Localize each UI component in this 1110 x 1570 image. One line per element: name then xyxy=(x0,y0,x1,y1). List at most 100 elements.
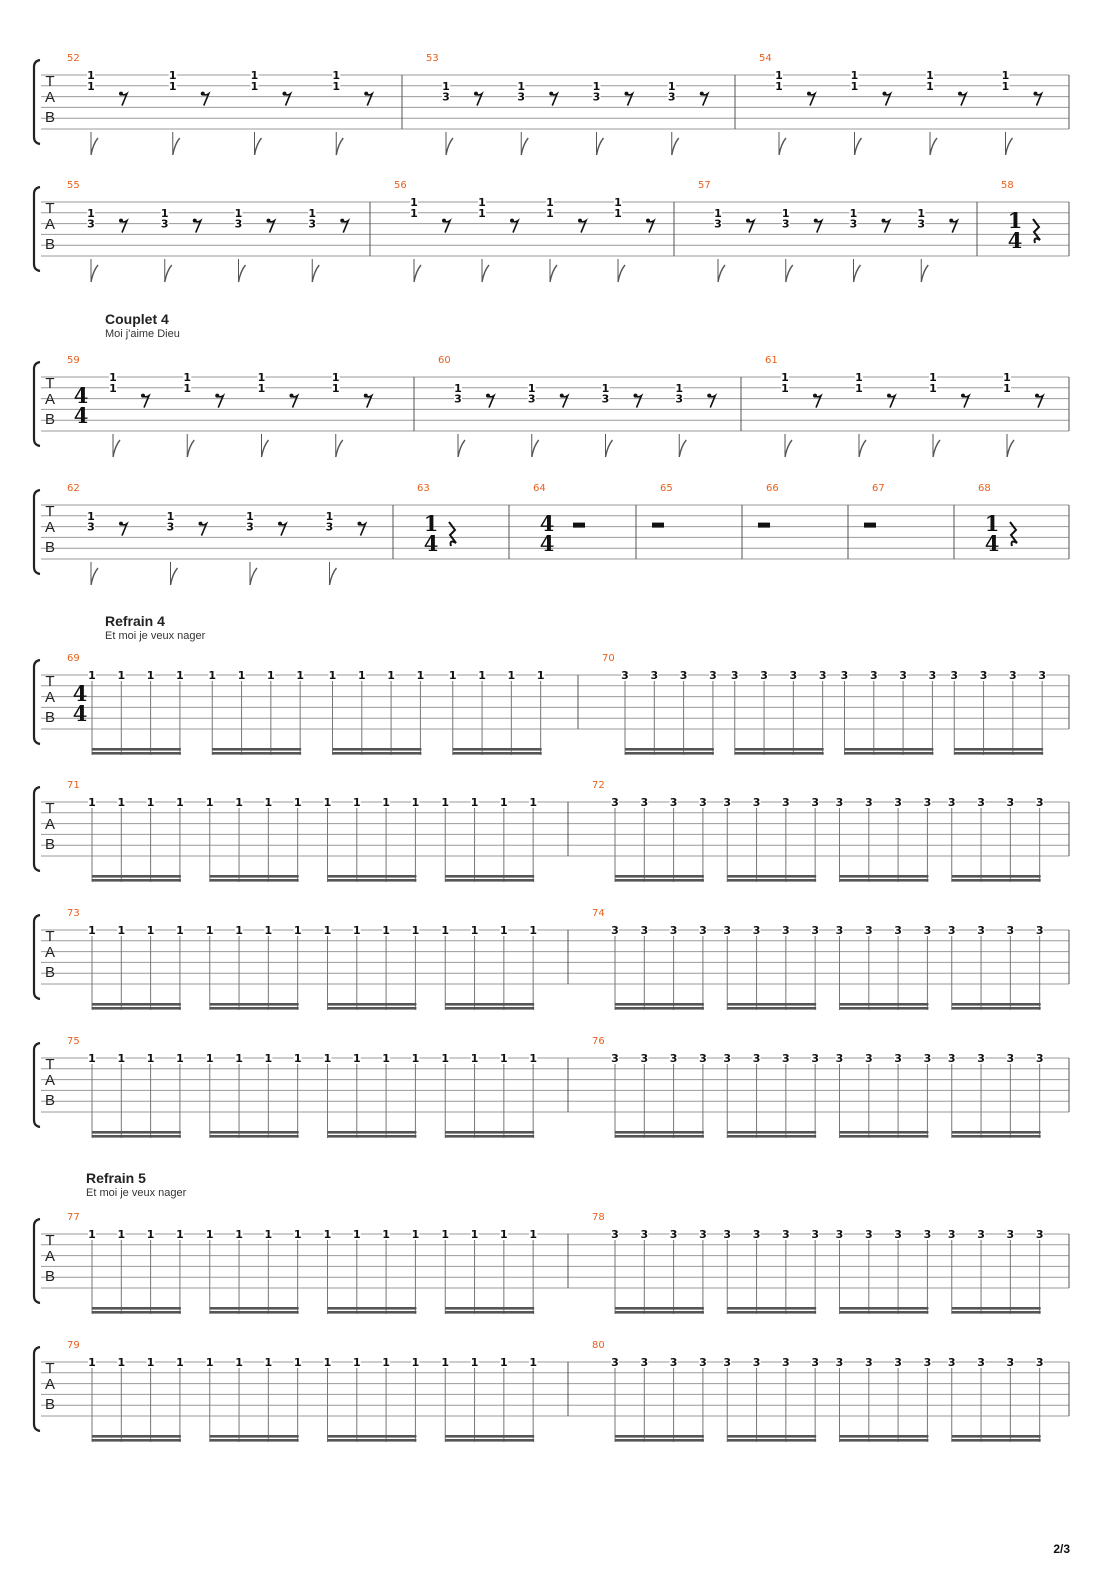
fret-number: 1 xyxy=(529,1052,537,1065)
fret-number: 1 xyxy=(183,371,191,384)
beam xyxy=(844,752,934,755)
beam xyxy=(445,875,535,878)
fret-background xyxy=(926,69,934,81)
fret-number: 3 xyxy=(640,1052,648,1065)
fret-background xyxy=(923,1356,932,1368)
eighth-rest-dot xyxy=(119,521,123,526)
fret-background xyxy=(864,1052,873,1064)
fret-number: 1 xyxy=(508,669,516,682)
fret-background xyxy=(208,669,217,681)
fret-number: 1 xyxy=(265,924,273,937)
fret-background xyxy=(296,669,305,681)
fret-background xyxy=(470,1052,479,1064)
fret-background xyxy=(264,1356,273,1368)
eighth-rest-dot xyxy=(200,91,205,96)
fret-number: 1 xyxy=(176,1052,184,1065)
fret-background xyxy=(611,924,619,936)
fret-background xyxy=(917,217,926,230)
fret-background xyxy=(752,1052,761,1064)
measure-number: 55 xyxy=(67,180,80,191)
fret-number: 3 xyxy=(894,796,902,809)
fret-number: 1 xyxy=(176,796,184,809)
section-lyric-couplet-4: Moi j'aime Dieu xyxy=(105,328,180,340)
beam xyxy=(209,1311,299,1314)
eighth-rest-dot xyxy=(881,218,886,223)
fret-background xyxy=(175,1228,184,1240)
fret-number: 1 xyxy=(382,1052,390,1065)
eighth-rest-dot xyxy=(633,393,638,398)
eighth-rest-dot xyxy=(192,218,197,223)
fret-number: 1 xyxy=(855,371,863,384)
fret-background xyxy=(640,1228,649,1240)
section-title-couplet-4: Couplet 4 xyxy=(105,311,169,327)
note-flag xyxy=(253,137,263,156)
fret-number: 3 xyxy=(640,1356,648,1369)
beam xyxy=(92,1135,181,1138)
fret-number: 1 xyxy=(332,371,340,384)
measure-number: 65 xyxy=(660,483,673,494)
fret-number: 1 xyxy=(441,1228,449,1241)
tab-letter: B xyxy=(45,836,55,853)
fret-number: 1 xyxy=(117,1228,125,1241)
tab-letter: B xyxy=(45,1092,55,1109)
note-flag xyxy=(413,264,422,283)
measure-number: 72 xyxy=(592,780,605,791)
note-flag xyxy=(858,439,867,458)
note-flag xyxy=(164,264,173,283)
fret-number: 1 xyxy=(500,1052,508,1065)
fret-background xyxy=(640,1052,649,1064)
beam xyxy=(625,752,714,755)
fret-number: 3 xyxy=(948,1356,956,1369)
beam xyxy=(951,1435,1041,1438)
note-flag xyxy=(335,137,344,156)
beam xyxy=(445,1131,535,1134)
section-title-refrain-4: Refrain 4 xyxy=(105,613,165,629)
fret-background xyxy=(869,669,878,681)
note-flag xyxy=(249,567,258,586)
fret-number: 1 xyxy=(332,80,340,93)
fret-background xyxy=(352,924,361,936)
fret-background xyxy=(146,669,155,681)
fret-background xyxy=(293,1052,302,1064)
fret-background xyxy=(441,796,450,808)
measure-number: 56 xyxy=(394,180,407,191)
beam xyxy=(452,748,542,751)
eighth-rest-dot xyxy=(215,393,220,398)
fret-number: 1 xyxy=(324,924,332,937)
note-flag xyxy=(678,439,687,458)
beam xyxy=(625,748,714,751)
fret-background xyxy=(1001,69,1010,81)
note-flag xyxy=(531,439,540,458)
fret-number: 1 xyxy=(238,669,246,682)
beam xyxy=(327,1311,417,1314)
fret-background xyxy=(723,1356,732,1368)
beam xyxy=(92,1007,181,1010)
fret-background xyxy=(855,381,863,394)
eighth-rest-dot xyxy=(813,393,817,398)
measure-number: 68 xyxy=(978,483,991,494)
fret-number: 1 xyxy=(161,207,169,220)
beam xyxy=(92,748,181,751)
note-flag xyxy=(671,137,680,156)
fret-background xyxy=(752,1356,761,1368)
fret-number: 3 xyxy=(1007,1228,1015,1241)
fret-background xyxy=(382,1228,391,1240)
fret-background xyxy=(614,196,622,208)
beam xyxy=(839,1311,929,1314)
fret-number: 1 xyxy=(147,796,155,809)
fret-number: 3 xyxy=(621,669,629,682)
eighth-rest-dot xyxy=(486,393,490,398)
note-flag xyxy=(617,264,626,283)
fret-background xyxy=(87,79,95,92)
tab-letter: T xyxy=(45,1360,54,1377)
fret-number: 1 xyxy=(614,207,622,220)
fret-number: 1 xyxy=(353,1356,361,1369)
beam xyxy=(951,1439,1041,1442)
fret-background xyxy=(117,1052,126,1064)
fret-number: 1 xyxy=(324,1356,332,1369)
fret-number: 3 xyxy=(948,796,956,809)
fret-background xyxy=(669,1356,678,1368)
fret-background xyxy=(205,1052,214,1064)
beam xyxy=(445,1311,535,1314)
half-rest xyxy=(758,522,770,528)
